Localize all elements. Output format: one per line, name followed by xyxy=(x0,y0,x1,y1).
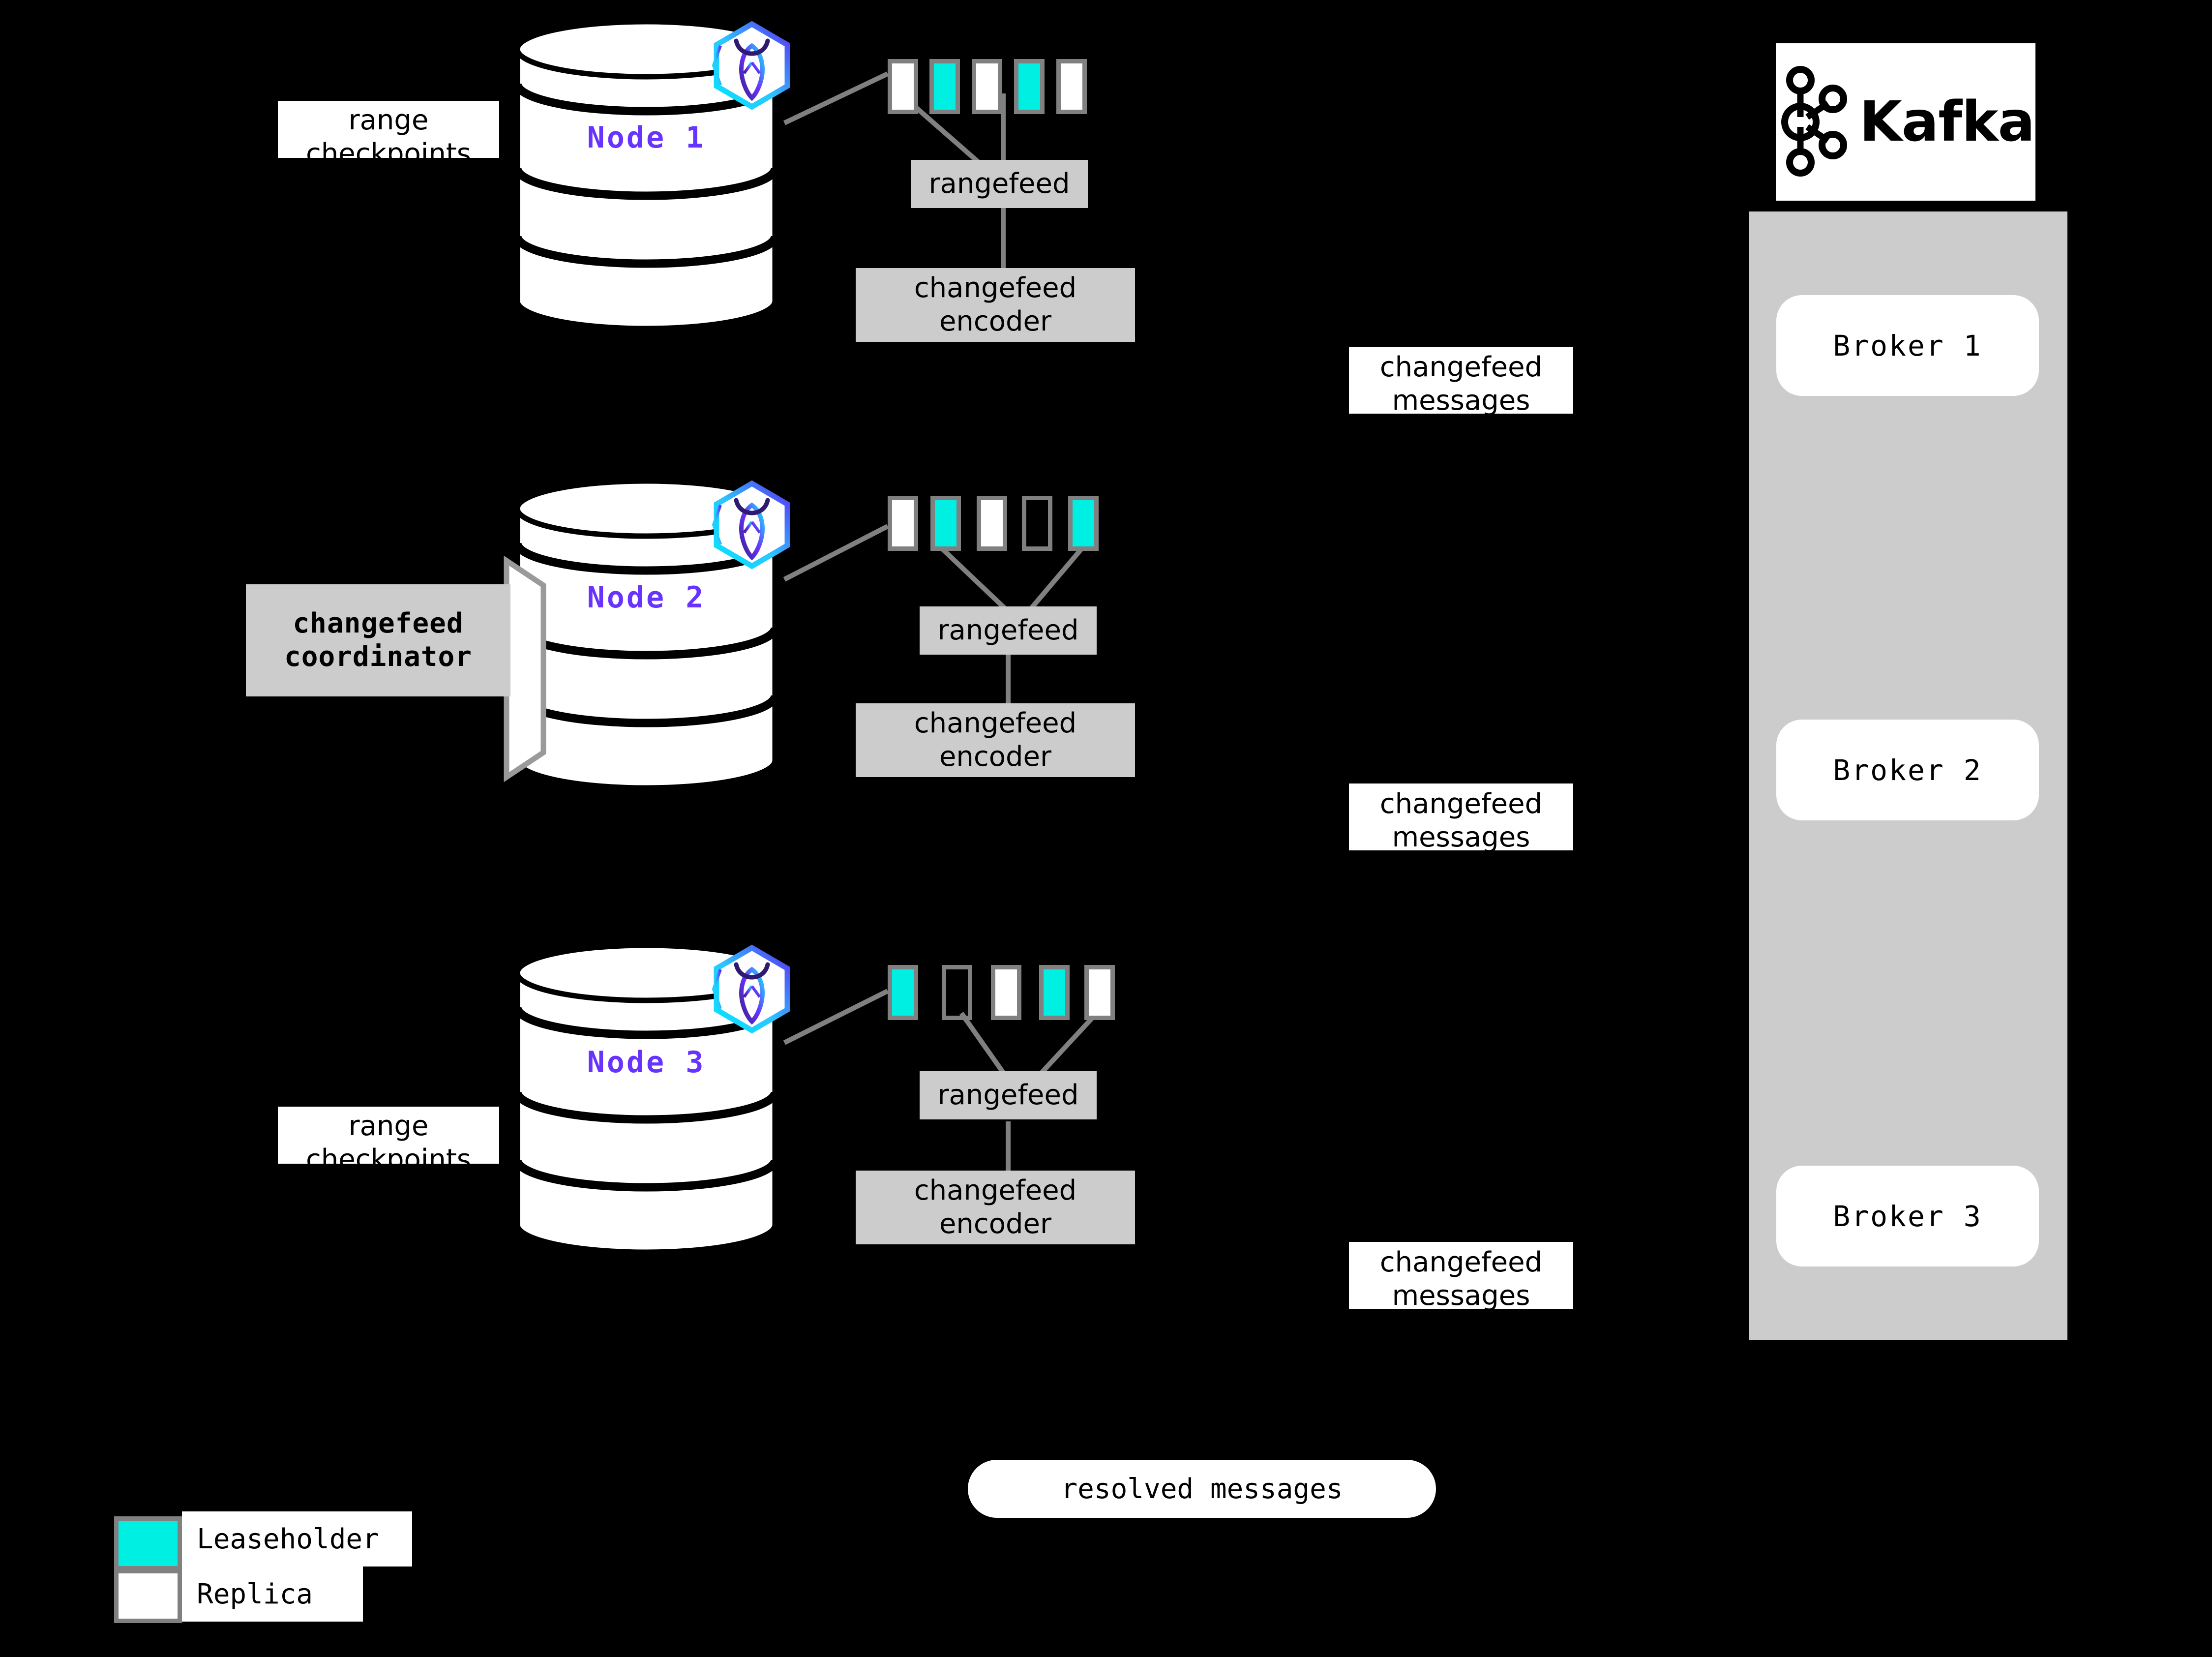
node-1-range-4[interactable] xyxy=(1014,59,1045,114)
changefeed-coordinator-flag xyxy=(504,555,546,783)
node-1-label: Node 1 xyxy=(587,121,706,155)
changefeed-messages-label-3: changefeed messages xyxy=(1349,1242,1573,1309)
node-3-range-3[interactable] xyxy=(991,965,1021,1020)
broker-1[interactable]: Broker 1 xyxy=(1776,295,2039,396)
node-2-range-1[interactable] xyxy=(888,496,918,551)
node-3-range-2[interactable] xyxy=(942,965,972,1020)
node-1-range-3[interactable] xyxy=(972,59,1002,114)
node-1-range-2[interactable] xyxy=(929,59,960,114)
kafka-wordmark: Kafka xyxy=(1859,90,2035,154)
legend-swatch-leaseholder xyxy=(114,1516,182,1570)
kafka-logo-box: Kafka xyxy=(1776,43,2035,201)
broker-3[interactable]: Broker 3 xyxy=(1776,1166,2039,1266)
node-3-rangefeed-box[interactable]: rangefeed xyxy=(920,1071,1097,1119)
changefeed-coordinator-box[interactable]: changefeed coordinator xyxy=(246,584,510,696)
resolved-messages-pill[interactable]: resolved messages xyxy=(968,1460,1436,1518)
changefeed-messages-label-2: changefeed messages xyxy=(1349,783,1573,850)
range-checkpoints-bottom-label: range checkpoints xyxy=(278,1107,499,1164)
broker-2[interactable]: Broker 2 xyxy=(1776,720,2039,820)
node-2-range-4[interactable] xyxy=(1022,496,1052,551)
node-3-range-5[interactable] xyxy=(1084,965,1115,1020)
changefeed-messages-label-1: changefeed messages xyxy=(1349,347,1573,414)
legend-label-leaseholder: Leaseholder xyxy=(182,1511,412,1567)
range-checkpoints-top-label: range checkpoints xyxy=(278,101,499,158)
node-3-changefeed-encoder-box[interactable]: changefeed encoder xyxy=(856,1171,1135,1244)
node-3-connectors xyxy=(783,989,1099,1171)
node-3-range-1[interactable] xyxy=(888,965,918,1020)
node-2-label: Node 2 xyxy=(587,580,706,615)
node-2-rangefeed-box[interactable]: rangefeed xyxy=(920,606,1097,655)
node-2-range-3[interactable] xyxy=(977,496,1007,551)
node-3-range-4[interactable] xyxy=(1039,965,1070,1020)
node-2-range-2[interactable] xyxy=(930,496,961,551)
kafka-logo-icon xyxy=(1781,66,1847,177)
node-1-rangefeed-box[interactable]: rangefeed xyxy=(911,160,1088,208)
node-1-changefeed-encoder-box[interactable]: changefeed encoder xyxy=(856,268,1135,342)
legend-swatch-replica xyxy=(114,1569,182,1623)
node-2-connectors xyxy=(783,524,1084,703)
node-3-label: Node 3 xyxy=(587,1045,706,1080)
node-1-range-1[interactable] xyxy=(888,59,918,114)
node-2-range-5[interactable] xyxy=(1068,496,1099,551)
node-2-changefeed-encoder-box[interactable]: changefeed encoder xyxy=(856,703,1135,777)
node-1-range-5[interactable] xyxy=(1056,59,1087,114)
legend-label-replica: Replica xyxy=(182,1567,363,1622)
